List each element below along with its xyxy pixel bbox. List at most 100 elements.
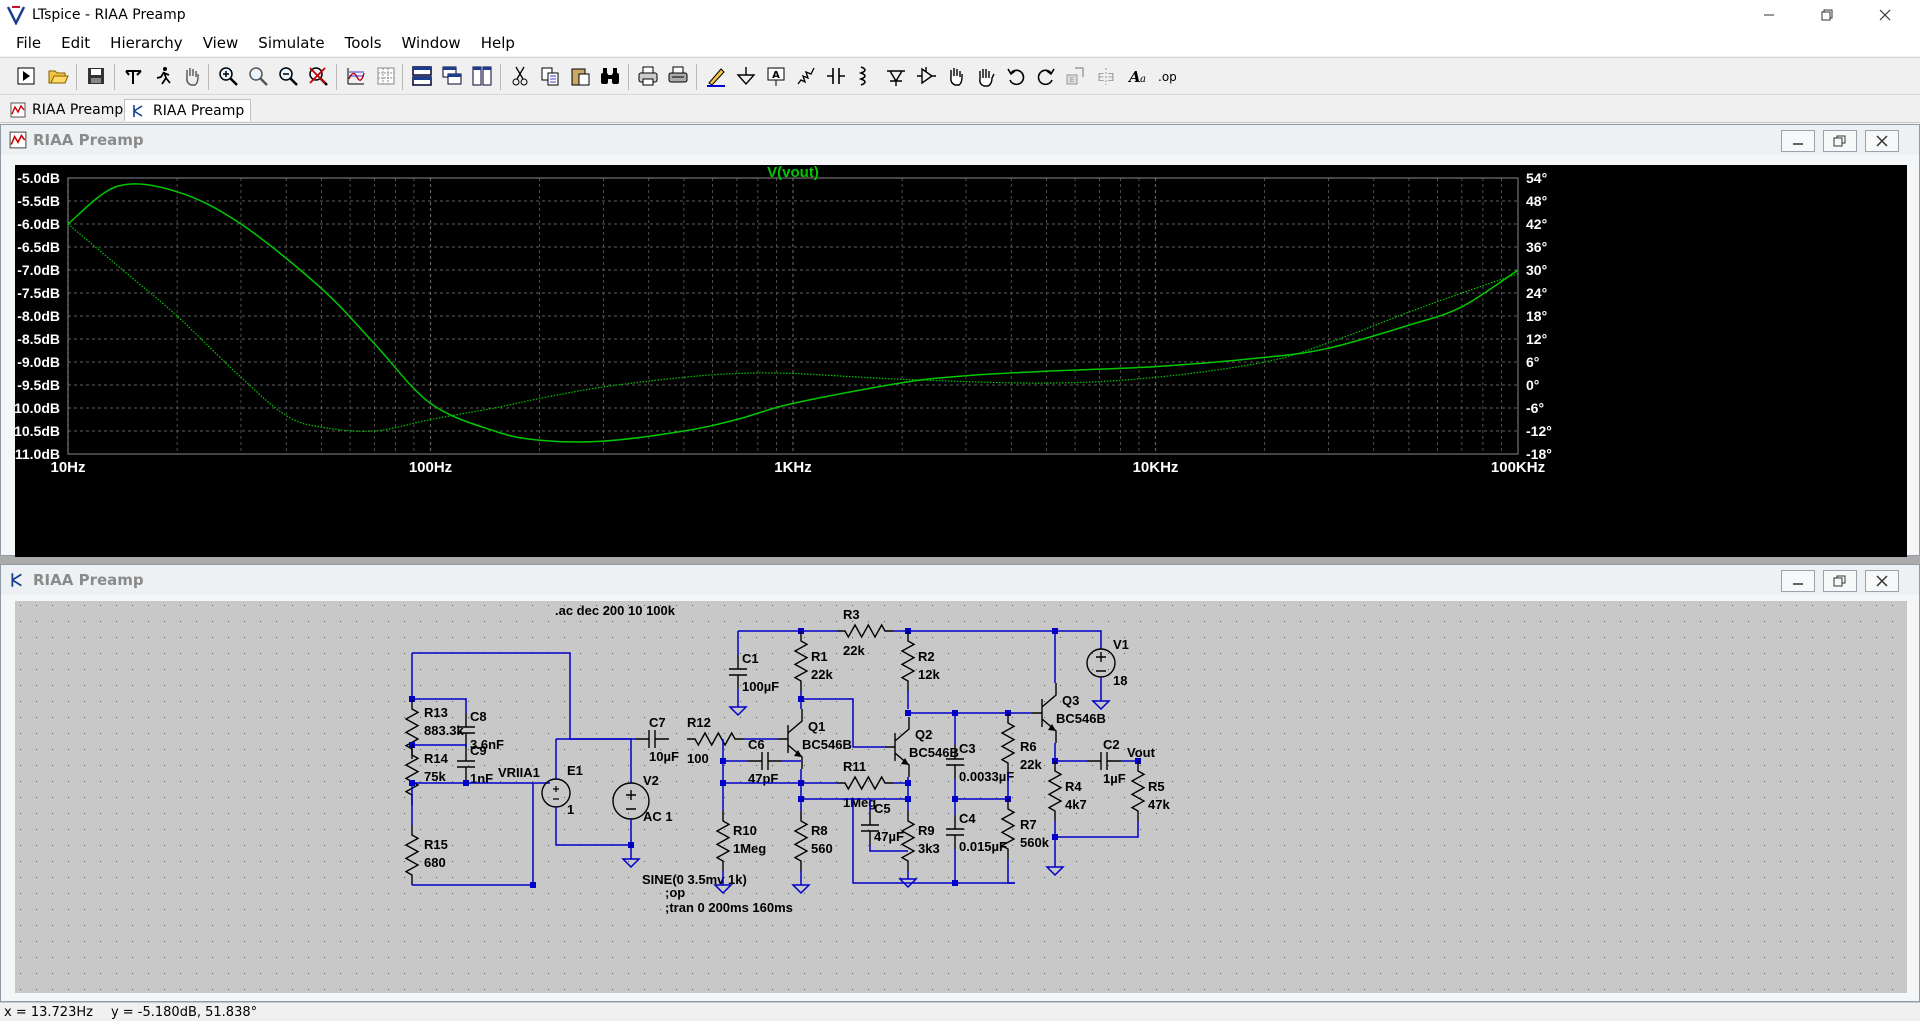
spice-directive-icon[interactable]: .op (1154, 62, 1182, 90)
value-q2: BC546B (909, 745, 959, 760)
menu-edit[interactable]: Edit (61, 34, 91, 52)
plot-window-titlebar[interactable]: RIAA Preamp (1, 125, 1919, 155)
save-icon[interactable] (82, 62, 110, 90)
halt-icon[interactable] (150, 62, 178, 90)
menu-simulate[interactable]: Simulate (258, 34, 325, 52)
value-q1: BC546B (802, 737, 852, 752)
wire-bottom-rail (852, 799, 1015, 884)
svg-text:E: E (1070, 76, 1074, 84)
schematic-minimize-button[interactable] (1781, 570, 1815, 592)
zoom-cancel-icon[interactable] (304, 62, 332, 90)
source-sine-text: SINE(0 3.5mv 1k) (642, 872, 747, 887)
ltspice-logo-icon (6, 6, 26, 25)
resistor-icon[interactable] (792, 62, 820, 90)
toolbar-separator (76, 64, 77, 90)
menu-file[interactable]: File (16, 34, 42, 52)
undo-icon[interactable] (1002, 62, 1030, 90)
tab-waveform[interactable]: RIAA Preamp (4, 99, 129, 121)
ground-symbol (898, 871, 918, 889)
copy-icon[interactable] (536, 62, 564, 90)
paste-icon[interactable] (566, 62, 594, 90)
resistor-r2 (900, 631, 916, 691)
value-r8: 560 (811, 841, 833, 856)
emitter-arrow (794, 750, 802, 757)
schematic-canvas[interactable]: .ac dec 200 10 100k;op;tran 0 200ms 160m… (15, 601, 1907, 993)
redo-icon[interactable] (1032, 62, 1060, 90)
ground-icon[interactable] (732, 62, 760, 90)
menu-window[interactable]: Window (401, 34, 461, 52)
schematic-window-titlebar[interactable]: RIAA Preamp (1, 565, 1919, 595)
waveform-plot[interactable]: -5.0dB-5.5dB-6.0dB-6.5dB-7.0dB-7.5dB-8.0… (15, 165, 1907, 557)
component-icon[interactable] (912, 62, 940, 90)
toolbar-separator (500, 64, 501, 90)
rotate-icon[interactable]: E (1062, 62, 1090, 90)
diode-icon[interactable] (882, 62, 910, 90)
label-c2: C2 (1103, 737, 1120, 752)
schematic-drawing[interactable]: .ac dec 200 10 100k;op;tran 0 200ms 160m… (15, 601, 1907, 993)
net-label-vout: Vout (1127, 745, 1156, 760)
tile-horizontal-icon[interactable] (408, 62, 436, 90)
transistor-q2 (885, 717, 910, 777)
y-tick-label: -7.5dB (17, 285, 60, 301)
menu-tools[interactable]: Tools (344, 34, 382, 52)
y2-tick-label: 30° (1526, 262, 1547, 278)
emitter-arrow (901, 758, 909, 765)
schematic-maximize-button[interactable] (1823, 570, 1857, 592)
y2-tick-label: 24° (1526, 285, 1547, 301)
label-net-icon[interactable]: A (762, 62, 790, 90)
document-tab-bar: RIAA Preamp RIAA Preamp (0, 97, 1920, 123)
plot-maximize-button[interactable] (1823, 130, 1857, 152)
cut-icon[interactable] (506, 62, 534, 90)
emitter-arrow (1048, 724, 1056, 731)
tab-schematic[interactable]: RIAA Preamp (124, 99, 252, 121)
find-icon[interactable] (596, 62, 624, 90)
restore-button[interactable] (1804, 0, 1850, 30)
x-tick-label: 10Hz (50, 459, 85, 476)
zoom-area-icon[interactable] (244, 62, 272, 90)
status-bar: x = 13.723Hz y = -5.180dB, 51.838° (0, 1002, 1920, 1021)
window-title: LTspice - RIAA Preamp (32, 7, 186, 23)
menu-view[interactable]: View (202, 34, 239, 52)
zoom-out-icon[interactable] (274, 62, 302, 90)
label-c6: C6 (748, 737, 765, 752)
label-r5: R5 (1148, 779, 1165, 794)
resistor-r10 (715, 811, 731, 871)
menu-hierarchy[interactable]: Hierarchy (110, 34, 183, 52)
draw-wire-icon[interactable] (702, 62, 730, 90)
tile-vertical-icon[interactable] (468, 62, 496, 90)
value-r14: 75k (424, 769, 446, 784)
plot-close-button[interactable] (1865, 130, 1899, 152)
print-setup-icon[interactable] (664, 62, 692, 90)
capacitor-c7 (635, 730, 669, 748)
plot-window: RIAA Preamp -5.0dB-5.5dB-6.0dB-6.5dB-7.0… (0, 124, 1920, 557)
resistor-r11 (837, 775, 893, 791)
minimize-button[interactable] (1746, 0, 1792, 30)
grid-icon[interactable] (372, 62, 400, 90)
cascade-icon[interactable] (438, 62, 466, 90)
plot-canvas[interactable]: -5.0dB-5.5dB-6.0dB-6.5dB-7.0dB-7.5dB-8.0… (15, 165, 1907, 557)
y-tick-label: -10.0dB (15, 400, 60, 416)
capacitor-icon[interactable] (822, 62, 850, 90)
autorange-icon[interactable] (342, 62, 370, 90)
control-panel-icon[interactable] (120, 62, 148, 90)
print-icon[interactable] (634, 62, 662, 90)
run-icon[interactable] (12, 62, 40, 90)
svg-text:.op: .op (1158, 70, 1177, 84)
capacitor-c1 (729, 655, 747, 689)
value-r12: 100 (687, 751, 709, 766)
drag-icon[interactable] (972, 62, 1000, 90)
open-icon[interactable] (44, 62, 72, 90)
close-button[interactable] (1862, 0, 1908, 30)
plot-minimize-button[interactable] (1781, 130, 1815, 152)
menu-help[interactable]: Help (480, 34, 515, 52)
value-r1: 22k (811, 667, 833, 682)
inductor-icon[interactable] (852, 62, 880, 90)
value-r15: 680 (424, 855, 446, 870)
zoom-in-icon[interactable] (214, 62, 242, 90)
pan-hand-icon[interactable] (178, 62, 206, 90)
schematic-close-button[interactable] (1865, 570, 1899, 592)
resistor-r15 (404, 825, 420, 885)
move-icon[interactable] (942, 62, 970, 90)
